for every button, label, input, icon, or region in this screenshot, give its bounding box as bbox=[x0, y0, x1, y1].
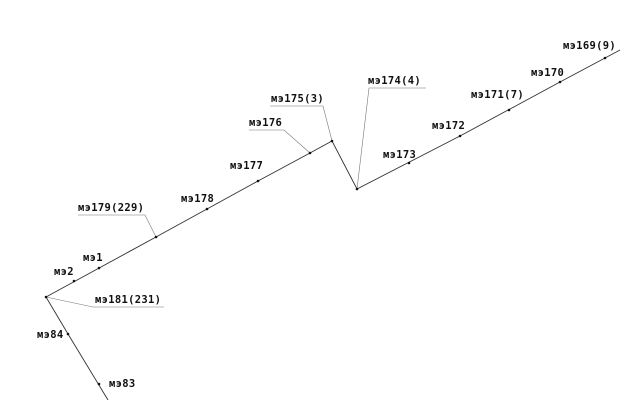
label-mz174: мэ174(4) bbox=[368, 75, 421, 87]
node-mz179[interactable] bbox=[154, 235, 158, 239]
leader-l175 bbox=[270, 105, 333, 142]
node-mz172[interactable] bbox=[458, 134, 462, 138]
label-mz169: мэ169(9) bbox=[563, 40, 616, 52]
trunk-line-upper bbox=[45, 49, 621, 298]
label-mz175: мэ175(3) bbox=[271, 93, 324, 105]
label-mz171: мэ171(7) bbox=[471, 89, 524, 101]
label-mz178: мэ178 bbox=[181, 193, 214, 205]
node-mz178[interactable] bbox=[205, 207, 209, 211]
node-mz1[interactable] bbox=[97, 266, 101, 270]
label-mz181: мэ181(231) bbox=[95, 294, 161, 306]
node-mz181[interactable] bbox=[44, 295, 48, 299]
nodes bbox=[44, 56, 607, 386]
leader-l181 bbox=[45, 296, 164, 308]
label-mz83: мэ83 bbox=[109, 378, 136, 390]
node-labels: мэ169(9) мэ170 мэ171(7) мэ172 мэ173 мэ17… bbox=[37, 40, 616, 390]
leader-l176 bbox=[249, 129, 311, 154]
node-mz176[interactable] bbox=[308, 151, 312, 155]
node-mz169[interactable] bbox=[603, 56, 607, 60]
node-mz173[interactable] bbox=[407, 161, 411, 165]
label-mz176: мэ176 bbox=[249, 117, 282, 129]
node-mz174[interactable] bbox=[355, 187, 359, 191]
label-mz179: мэ179(229) bbox=[78, 202, 144, 214]
label-mz173: мэ173 bbox=[383, 149, 416, 161]
node-mz175[interactable] bbox=[330, 139, 334, 143]
leader-lines bbox=[45, 87, 426, 308]
label-mz170: мэ170 bbox=[531, 67, 564, 79]
node-mz170[interactable] bbox=[558, 80, 562, 84]
label-mz177: мэ177 bbox=[230, 160, 263, 172]
node-mz171[interactable] bbox=[507, 108, 511, 112]
node-mz2[interactable] bbox=[72, 279, 76, 283]
leader-l174 bbox=[356, 87, 426, 190]
node-mz83[interactable] bbox=[97, 382, 101, 386]
label-mz1: мэ1 bbox=[83, 252, 103, 264]
node-mz84[interactable] bbox=[66, 332, 70, 336]
label-mz172: мэ172 bbox=[432, 120, 465, 132]
label-mz84: мэ84 bbox=[37, 329, 64, 341]
node-mz177[interactable] bbox=[256, 179, 260, 183]
leader-l179 bbox=[78, 214, 157, 238]
label-mz2: мэ2 bbox=[54, 266, 74, 278]
